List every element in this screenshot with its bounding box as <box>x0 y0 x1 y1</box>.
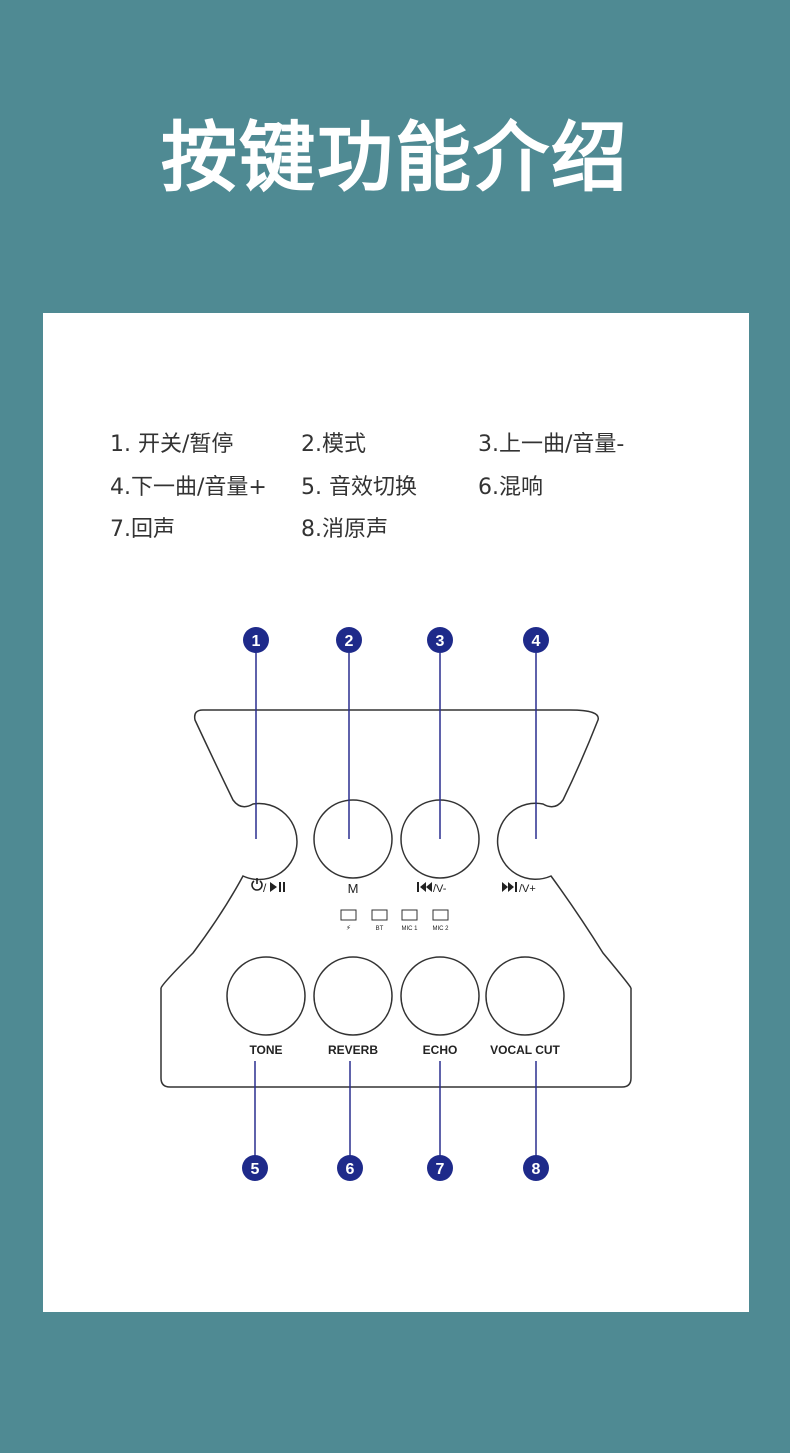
svg-text:6: 6 <box>346 1161 355 1178</box>
upper-panel-outline <box>160 709 632 989</box>
indicator-mic2: MIC 2 <box>432 909 449 932</box>
legend-item-1: 1. 开关/暂停 <box>110 432 234 457</box>
marker-7: 7 <box>427 1155 453 1181</box>
svg-text:1: 1 <box>252 633 261 650</box>
next-label-text: /V+ <box>519 883 536 895</box>
content-card: 1. 开关/暂停 2.模式 3.上一曲/音量- 4.下一曲/音量+ 5. 音效切… <box>43 313 749 1312</box>
legend-item-3: 3.上一曲/音量- <box>478 432 625 457</box>
mode-label: M <box>348 881 359 896</box>
reverb-label: REVERB <box>328 1043 378 1057</box>
mode-button[interactable] <box>313 799 393 879</box>
svg-text:MIC 1: MIC 1 <box>401 926 418 932</box>
reverb-button[interactable] <box>313 956 393 1036</box>
svg-text:/: / <box>263 881 267 895</box>
tone-label: TONE <box>249 1043 282 1057</box>
skip-back-icon <box>417 882 432 892</box>
marker-5: 5 <box>242 1155 268 1181</box>
echo-label: ECHO <box>423 1043 458 1057</box>
lower-panel-outline <box>160 988 632 1088</box>
legend-item-6: 6.混响 <box>478 475 543 500</box>
svg-text:5: 5 <box>251 1161 260 1178</box>
control-panel-diagram: / M /V- /V+ ⚡ BT MIC 1 MIC 2 T <box>160 627 632 1181</box>
next-label: /V+ <box>502 882 536 895</box>
marker-6: 6 <box>337 1155 363 1181</box>
page-title: 按键功能介绍 <box>161 113 629 202</box>
marker-3: 3 <box>427 627 453 653</box>
power-icon <box>251 878 263 891</box>
prev-label-text: /V- <box>433 883 447 895</box>
svg-text:4: 4 <box>532 633 541 650</box>
lightning-icon: ⚡ <box>346 924 351 932</box>
legend-item-7: 7.回声 <box>110 517 175 542</box>
marker-4: 4 <box>523 627 549 653</box>
legend-item-2: 2.模式 <box>301 432 366 457</box>
marker-8: 8 <box>523 1155 549 1181</box>
prev-label: /V- <box>417 882 447 895</box>
svg-text:7: 7 <box>436 1161 445 1178</box>
vocal-cut-button[interactable] <box>485 956 565 1036</box>
indicator-bt: BT <box>371 909 388 932</box>
marker-2: 2 <box>336 627 362 653</box>
legend-item-8: 8.消原声 <box>301 517 388 542</box>
marker-1: 1 <box>243 627 269 653</box>
skip-forward-icon <box>502 882 517 892</box>
svg-text:BT: BT <box>376 926 384 932</box>
legend-item-5: 5. 音效切换 <box>301 475 417 500</box>
svg-text:2: 2 <box>345 633 354 650</box>
vocal-cut-label: VOCAL CUT <box>490 1043 560 1057</box>
svg-text:8: 8 <box>532 1161 541 1178</box>
tone-button[interactable] <box>226 956 306 1036</box>
indicator-mic1: MIC 1 <box>401 909 418 932</box>
legend-item-4: 4.下一曲/音量+ <box>110 475 267 500</box>
indicator-charge: ⚡ <box>340 909 357 932</box>
power-play-pause-label: / <box>251 878 285 895</box>
svg-text:3: 3 <box>436 633 445 650</box>
play-pause-icon <box>270 882 285 892</box>
svg-text:MIC 2: MIC 2 <box>432 926 449 932</box>
echo-button[interactable] <box>400 956 480 1036</box>
